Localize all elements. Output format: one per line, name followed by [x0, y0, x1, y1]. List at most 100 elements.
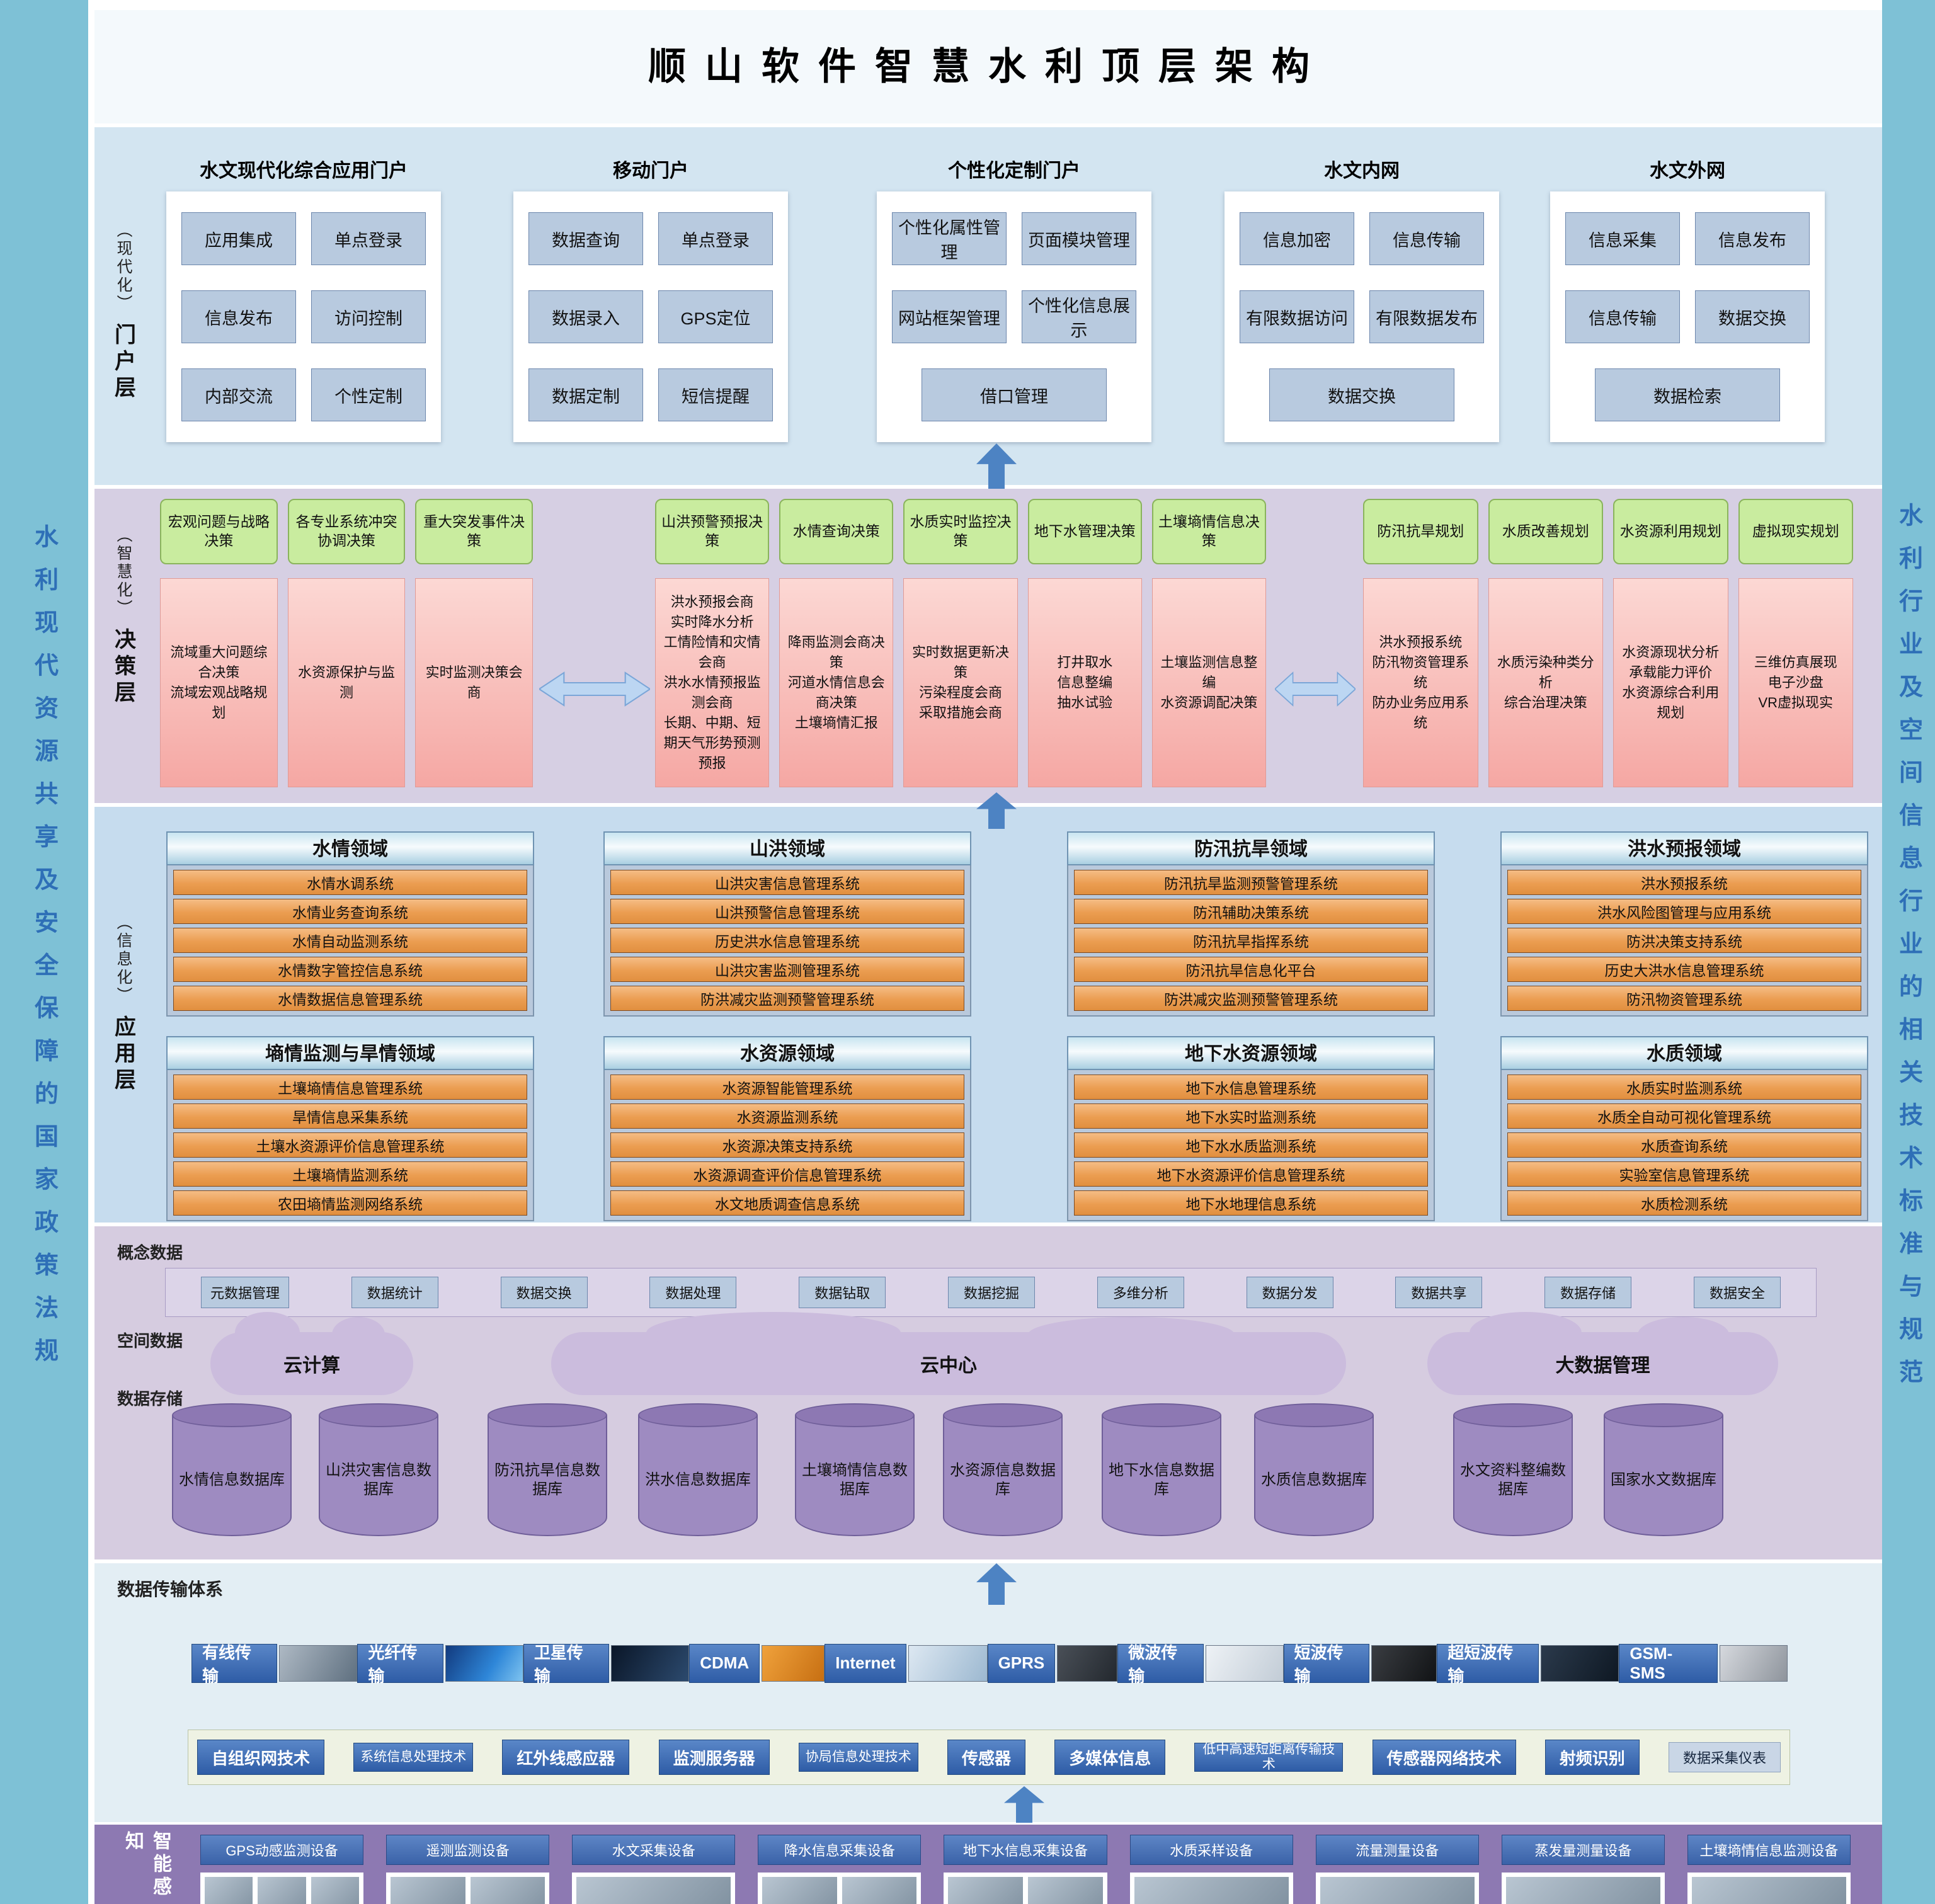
fiber-transmission-photo [445, 1645, 523, 1682]
device-label: 地下水信息采集设备 [944, 1835, 1107, 1865]
database-cylinder: 水资源信息数据库 [943, 1403, 1063, 1536]
portal-column-title: 水文现代化综合应用门户 [200, 161, 408, 181]
concept-item: 数据挖掘 [948, 1277, 1035, 1308]
link-label: CDMA [689, 1643, 760, 1683]
portal-item: 信息传输 [1565, 290, 1680, 343]
portal-layer-label: （现代化） 门户层 [101, 222, 146, 402]
system-item: 水质检测系统 [1507, 1190, 1861, 1216]
sensing-group: 水文采集设备 [572, 1835, 736, 1904]
decision-detail: 打井取水 信息整编 抽水试验 [1027, 578, 1142, 787]
decision-detail: 水资源保护与监测 [287, 578, 406, 787]
system-item: 地下水水质监测系统 [1074, 1132, 1428, 1158]
tech-item: 系统信息处理技术 [353, 1743, 474, 1772]
concept-data-row: 元数据管理 数据统计 数据交换 数据处理 数据钻取 数据挖掘 多维分析 数据分发… [165, 1268, 1817, 1317]
portal-item: 短信提醒 [658, 368, 773, 421]
tech-item: 射频识别 [1544, 1740, 1640, 1775]
portal-panel: 信息采集 信息发布 信息传输 数据交换 数据检索 [1550, 191, 1825, 442]
system-item: 水质查询系统 [1507, 1132, 1861, 1158]
system-item: 水资源智能管理系统 [610, 1075, 964, 1100]
link-label: 光纤传输 [357, 1643, 443, 1685]
up-arrow-icon [976, 1563, 1017, 1605]
gsm-modem-photo [1719, 1645, 1788, 1682]
diagram-body: 顺山软件智慧水利顶层架构 （现代化） 门户层 水文现代化综合应用门户 移动门户 … [94, 0, 1882, 1904]
decision-detail: 三维仿真展现 电子沙盘 VR虚拟现实 [1738, 578, 1853, 787]
domain-header: 水情领域 [166, 831, 534, 865]
portal-item: 有限数据发布 [1369, 290, 1484, 343]
app-domain: 水质领域 水质实时监测系统 水质全自动可视化管理系统 水质查询系统 实验室信息管… [1500, 1036, 1868, 1221]
system-item: 山洪灾害信息管理系统 [610, 870, 964, 895]
database-cylinder: 洪水信息数据库 [638, 1403, 758, 1536]
decision-topic: 土壤墒情信息决策 [1151, 499, 1267, 564]
right-standards-banner: 水利行业及空间信息行业的相关技术标准与规范 [1882, 0, 1935, 1904]
domain-header: 墒情监测与旱情领域 [166, 1036, 534, 1070]
portal-item: 数据录入 [528, 290, 643, 343]
tech-item: 红外线感应器 [502, 1740, 630, 1775]
domain-header: 洪水预报领域 [1500, 831, 1868, 865]
decision-layer-label: （智慧化） 决策层 [101, 527, 146, 707]
system-item: 水质实时监测系统 [1507, 1075, 1861, 1100]
portal-panel: 数据查询 单点登录 数据录入 GPS定位 数据定制 短信提醒 [513, 191, 788, 442]
app-domain: 水情领域 水情水调系统 水情业务查询系统 水情自动监测系统 水情数字管控信息系统… [166, 831, 534, 1017]
concept-item: 数据钻取 [799, 1277, 886, 1308]
system-item: 地下水资源评价信息管理系统 [1074, 1161, 1428, 1187]
database-cylinder: 防汛抗旱信息数据库 [488, 1403, 607, 1536]
portal-column-title: 水文内网 [1324, 161, 1400, 181]
transmission-label: 数据传输体系 [117, 1580, 224, 1599]
portal-item: 应用集成 [181, 212, 296, 265]
database-cylinder: 地下水信息数据库 [1102, 1403, 1221, 1536]
portal-item: 单点登录 [311, 212, 426, 265]
tech-item: 传感器 [947, 1740, 1025, 1775]
cloud-label: 云计算 [283, 1355, 340, 1376]
portal-panel: 个性化属性管理 页面模块管理 网站框架管理 个性化信息展示 借口管理 [877, 191, 1151, 442]
up-arrow-icon [976, 443, 1017, 489]
portal-item: 信息发布 [181, 290, 296, 343]
decision-detail: 水资源现状分析 承载能力评价 水资源综合利用规划 [1613, 578, 1728, 787]
sensing-layer-label: 智能感知 [122, 1831, 171, 1899]
portal-item: 借口管理 [921, 368, 1107, 421]
device-photos [758, 1873, 922, 1904]
database-cylinder: 水情信息数据库 [172, 1403, 292, 1536]
spatial-data-label: 空间数据 [117, 1331, 183, 1350]
tech-item: 传感器网络技术 [1372, 1740, 1516, 1775]
decision-topic: 地下水管理决策 [1027, 499, 1142, 564]
system-item: 实验室信息管理系统 [1507, 1161, 1861, 1187]
sensing-group: 流量测量设备 [1315, 1835, 1479, 1904]
portal-item: 网站框架管理 [892, 290, 1007, 343]
app-domain: 防汛抗旱领域 防汛抗旱监测预警管理系统 防汛辅助决策系统 防汛抗旱指挥系统 防汛… [1067, 831, 1435, 1017]
up-arrow-icon [976, 792, 1017, 829]
system-item: 水情数据信息管理系统 [173, 986, 527, 1011]
domain-header: 水资源领域 [603, 1036, 971, 1070]
system-item: 土壤墒情监测系统 [173, 1161, 527, 1187]
decision-detail: 洪水预报会商 实时降水分析 工情险情和灾情会商 洪水水情预报监测会商 长期、中期… [655, 578, 770, 787]
decision-topic: 水资源利用规划 [1613, 499, 1728, 564]
device-label: 流量测量设备 [1315, 1835, 1479, 1865]
link-label: GSM-SMS [1619, 1643, 1718, 1683]
system-item: 土壤水资源评价信息管理系统 [173, 1132, 527, 1158]
portal-item: 数据检索 [1594, 368, 1781, 421]
tech-item: 协局信息处理技术 [798, 1743, 918, 1772]
sensing-group: 降水信息采集设备 [758, 1835, 922, 1904]
system-item: 旱情信息采集系统 [173, 1103, 527, 1129]
up-arrow-icon [1004, 1786, 1044, 1823]
device-photos [1687, 1873, 1851, 1904]
domain-header: 地下水资源领域 [1067, 1036, 1435, 1070]
decision-group: 山洪预警预报决策洪水预报会商 实时降水分析 工情险情和灾情会商 洪水水情预报监测… [655, 499, 1267, 787]
app-domain: 洪水预报领域 洪水预报系统 洪水风险图管理与应用系统 防洪决策支持系统 历史大洪… [1500, 831, 1868, 1017]
system-item: 防洪减灾监测预警管理系统 [610, 986, 964, 1011]
shortwave-radio-photo [1371, 1645, 1437, 1682]
decision-topic: 水情查询决策 [779, 499, 894, 564]
concept-item: 数据交换 [500, 1277, 588, 1308]
system-item: 水情数字管控信息系统 [173, 957, 527, 982]
portal-panel: 应用集成 单点登录 信息发布 访问控制 内部交流 个性定制 [166, 191, 441, 442]
concept-item: 数据统计 [351, 1277, 438, 1308]
portal-column-title: 个性化定制门户 [948, 161, 1080, 181]
decision-layer-band: （智慧化） 决策层 宏观问题与战略决策流域重大问题综合决策 流域宏观战略规划 各… [94, 489, 1882, 803]
link-label: 微波传输 [1117, 1643, 1204, 1685]
decision-layer-name: 决策层 [111, 628, 135, 707]
device-label: 水文采集设备 [572, 1835, 736, 1865]
device-photos [1315, 1873, 1479, 1904]
left-policy-banner: 水利现代资源共享及安全保障的国家政策法规 [0, 0, 88, 1904]
device-photos [1129, 1873, 1293, 1904]
decision-detail: 流域重大问题综合决策 流域宏观战略规划 [160, 578, 278, 787]
